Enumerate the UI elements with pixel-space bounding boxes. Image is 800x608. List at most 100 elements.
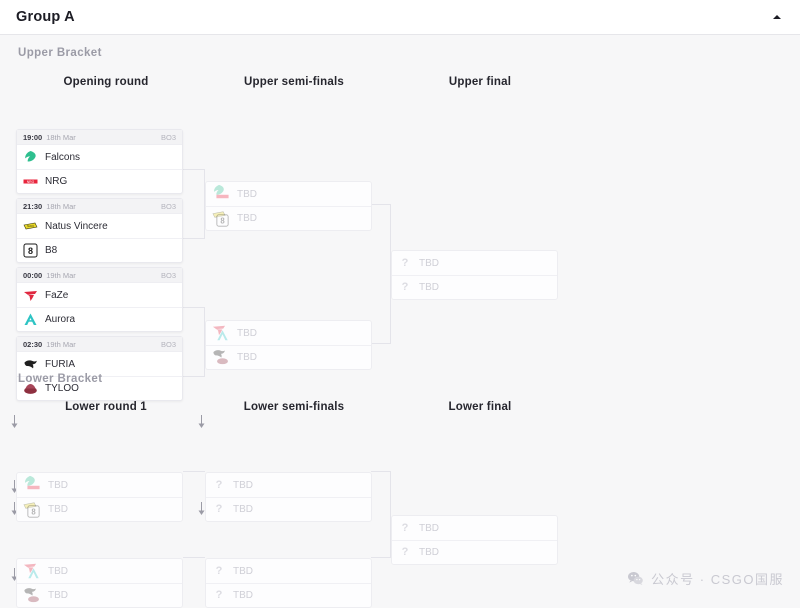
connector [204, 307, 205, 377]
connector [390, 471, 391, 557]
match-format: BO3 [160, 270, 176, 280]
b8-logo: 8 [27, 505, 40, 521]
team-row[interactable]: TBD [17, 583, 182, 607]
team-name: TBD [237, 352, 257, 363]
team-row[interactable]: NRG NRG [17, 169, 182, 193]
connector [371, 204, 391, 205]
faze-logo [23, 288, 38, 303]
group-header[interactable]: Group A [0, 0, 800, 35]
match-card[interactable]: TBD TBD [16, 558, 183, 608]
furia-logo [23, 585, 37, 602]
nrg-logo: NRG [23, 174, 38, 189]
lower-bracket-label: Lower Bracket [18, 373, 103, 385]
connector [183, 376, 205, 377]
chevron-up-icon[interactable] [770, 10, 784, 24]
team-row[interactable]: TBD [17, 559, 182, 583]
match-date: 18th Mar [46, 201, 76, 211]
team-name: TBD [233, 590, 253, 601]
connector [183, 471, 205, 472]
question-mark-icon: ? [401, 256, 409, 269]
team-name: TBD [237, 213, 257, 224]
team-row[interactable]: TBD [206, 345, 371, 369]
upper-bracket-label: Upper Bracket [18, 47, 102, 59]
team-row[interactable]: FURIA [17, 352, 182, 376]
match-card[interactable]: ? TBD ? TBD [391, 515, 558, 565]
match-card[interactable]: 00:00 19th Mar BO3 FaZe Aurora [16, 267, 183, 332]
falcons-logo [23, 150, 38, 165]
match-format: BO3 [160, 339, 176, 349]
team-name: FURIA [45, 358, 75, 370]
question-mark-icon: ? [401, 521, 409, 534]
match-card[interactable]: ? TBD ? TBD [205, 472, 372, 522]
team-row[interactable]: ? TBD [206, 497, 371, 521]
team-row[interactable]: ? TBD [392, 540, 557, 564]
team-row[interactable]: 8 B8 [17, 238, 182, 262]
team-row[interactable]: Aurora [17, 307, 182, 331]
furia-logo [23, 357, 38, 372]
team-row[interactable]: ? TBD [392, 251, 557, 275]
team-name: TBD [48, 590, 68, 601]
bracket-board: Upper Bracket Opening round Upper semi-f… [0, 35, 800, 608]
team-row[interactable]: ? TBD [392, 516, 557, 540]
team-name: TBD [237, 327, 257, 339]
team-logo-stack: 8 [212, 210, 232, 227]
match-card[interactable]: TBD 8 TBD [205, 181, 372, 231]
svg-text:8: 8 [28, 246, 33, 256]
b8-logo: 8 [23, 243, 38, 258]
furia-logo [212, 347, 226, 364]
team-logo-stack [23, 475, 43, 494]
team-logo-stack [23, 563, 43, 580]
team-row[interactable]: 8 TBD [17, 497, 182, 521]
aurora-logo [216, 329, 229, 345]
round-title-opening: Opening round [63, 76, 149, 88]
tyloo-logo [23, 381, 38, 396]
team-row[interactable]: Falcons [17, 145, 182, 169]
falcons-logo [23, 475, 37, 492]
team-row[interactable]: TYLOO [17, 376, 182, 400]
match-format: BO3 [160, 201, 176, 211]
team-row[interactable]: FaZe [17, 283, 182, 307]
team-row[interactable]: NAVI Natus Vincere [17, 214, 182, 238]
match-date: 19th Mar [46, 270, 76, 280]
team-row[interactable]: ? TBD [206, 583, 371, 607]
aurora-logo [27, 567, 40, 583]
team-name: TBD [233, 504, 253, 515]
match-format: BO3 [160, 132, 176, 142]
team-logo-stack [212, 184, 232, 203]
team-name: NRG [45, 176, 68, 187]
connector [390, 204, 391, 344]
question-mark-icon: ? [401, 546, 409, 558]
faze-logo [212, 323, 226, 340]
match-date: 19th Mar [46, 339, 76, 349]
connector [371, 557, 391, 558]
page-title: Group A [16, 9, 75, 25]
team-name: TBD [48, 504, 68, 515]
match-card[interactable]: ? TBD ? TBD [391, 250, 558, 300]
match-card[interactable]: TBD TBD [205, 320, 372, 370]
match-card[interactable]: ? TBD ? TBD [205, 558, 372, 608]
round-title-lower-semis: Lower semi-finals [243, 401, 345, 413]
svg-text:NAVI: NAVI [27, 224, 34, 228]
team-row[interactable]: ? TBD [206, 473, 371, 497]
team-name: TBD [419, 282, 439, 293]
match-card[interactable]: 21:30 18th Mar BO3 NAVI Natus Vincere 8 … [16, 198, 183, 263]
team-row[interactable]: TBD [206, 182, 371, 206]
connector [183, 169, 205, 170]
match-card[interactable]: 02:30 19th Mar BO3 FURIA TYLOO [16, 336, 183, 401]
team-row[interactable]: TBD [206, 321, 371, 345]
team-row[interactable]: ? TBD [206, 559, 371, 583]
team-row[interactable]: TBD [17, 473, 182, 497]
team-row[interactable]: 8 TBD [206, 206, 371, 230]
match-date: 18th Mar [46, 132, 76, 142]
team-name: TBD [48, 479, 68, 491]
team-name: TBD [233, 565, 253, 577]
match-card[interactable]: TBD 8 TBD [16, 472, 183, 522]
match-header: 21:30 18th Mar BO3 [17, 199, 182, 214]
drop-down-arrow-icon [197, 415, 206, 429]
team-row[interactable]: ? TBD [392, 275, 557, 299]
team-name: TBD [233, 479, 253, 491]
tyloo-logo [216, 353, 229, 369]
connector [183, 557, 205, 558]
team-name: TBD [419, 257, 439, 269]
match-card[interactable]: 19:00 18th Mar BO3 Falcons NRG NRG [16, 129, 183, 194]
